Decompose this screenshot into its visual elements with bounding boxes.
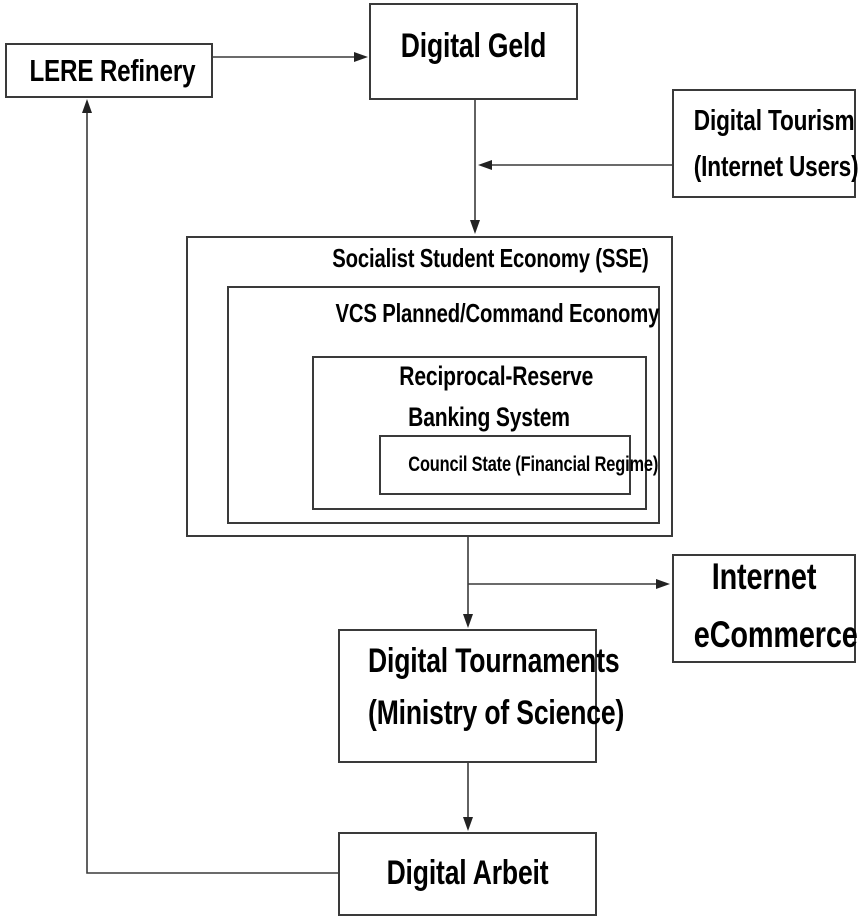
node-internet-ecommerce[interactable]: Internet eCommerce xyxy=(672,554,858,663)
node-label-line2: (Internet Users) xyxy=(693,151,859,183)
node-digital-tournaments[interactable]: Digital Tournaments (Ministry of Science… xyxy=(338,629,625,763)
node-label-line1: Reciprocal-Reserve xyxy=(399,361,594,391)
node-label-line1: Digital Tourism xyxy=(693,105,855,137)
arrowhead-up-icon xyxy=(82,99,92,113)
arrowhead-down-icon xyxy=(470,220,480,234)
node-digital-geld[interactable]: Digital Geld xyxy=(369,3,578,100)
node-label-line2: Banking System xyxy=(408,402,570,432)
node-label: Council State (Financial Regime) xyxy=(408,453,659,476)
node-label-line1: Digital Tournaments xyxy=(368,642,620,680)
node-label: LERE Refinery xyxy=(29,53,196,88)
node-label-line2: (Ministry of Science) xyxy=(368,694,625,732)
node-lere-refinery[interactable]: LERE Refinery xyxy=(5,43,213,98)
arrowhead-right-icon xyxy=(656,579,670,589)
node-label: Socialist Student Economy (SSE) xyxy=(332,243,649,273)
node-label: VCS Planned/Command Economy xyxy=(335,298,660,328)
arrowhead-down-icon xyxy=(463,817,473,831)
node-label: Digital Arbeit xyxy=(386,854,549,892)
node-council-state[interactable]: Council State (Financial Regime) xyxy=(379,435,659,495)
arrowhead-down-icon xyxy=(463,614,473,628)
node-label-line2: eCommerce xyxy=(693,614,858,655)
node-label: Digital Geld xyxy=(400,27,547,65)
node-label-line1: Internet xyxy=(711,556,817,597)
arrowhead-right-icon xyxy=(354,52,368,62)
node-digital-tourism[interactable]: Digital Tourism (Internet Users) xyxy=(672,89,859,198)
arrowhead-left-icon xyxy=(478,160,492,170)
node-digital-arbeit[interactable]: Digital Arbeit xyxy=(338,832,597,916)
